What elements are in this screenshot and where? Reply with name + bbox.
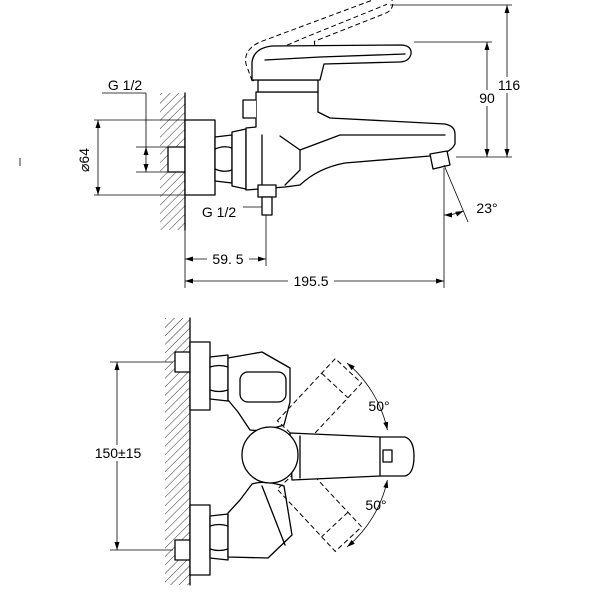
aerator (429, 150, 451, 170)
union-nut-lower-chamfer-a (209, 523, 229, 527)
spout-contour-line (299, 134, 446, 151)
inlet-thread-label: G 1/2 (108, 77, 142, 93)
label-bg-116 (497, 77, 522, 93)
rotation-arc-up (346, 362, 389, 431)
lever-handle (251, 44, 412, 81)
label-bg-195-5 (288, 273, 334, 289)
plan-view: 50° 50° 150±15 (86, 317, 415, 586)
inlet-spacing-label: 150±15 (95, 445, 142, 461)
label-bg-inlet-spacing (86, 445, 150, 461)
outlet-thread-label: G 1/2 (202, 204, 236, 220)
side-pin (242, 99, 256, 119)
eccentric-connector (167, 146, 186, 173)
lever-rotation-up-label: 50° (368, 398, 389, 414)
lever-rotated-up-tip-line (321, 372, 349, 399)
body-arm-lower-edge (261, 485, 286, 546)
label-bg-90 (478, 90, 496, 106)
angle-arc-23 (443, 210, 464, 218)
diverter-knob (239, 371, 287, 403)
overall-depth-label: 195.5 (293, 273, 328, 289)
lever-plan (289, 432, 415, 481)
body-arm-lower (227, 481, 293, 559)
side-elevation: 116 90 ⌀64 G 1/2 G 1/2 59. 5 195.5 23° (76, 0, 522, 289)
union-nut-upper-chamfer-b (209, 389, 229, 393)
union-nut-chamfer-top (214, 146, 233, 150)
max-height-label: 116 (498, 77, 521, 93)
outlet-offset-label: 59. 5 (212, 251, 243, 267)
escutcheon-upper (189, 341, 211, 411)
escutcheon-cover (184, 119, 216, 196)
eccentric-connector-upper (174, 351, 191, 373)
mixer-body-and-spout (245, 91, 456, 191)
lever-rotated-down-tip-line (321, 511, 349, 538)
escutcheon-diameter-label: ⌀64 (76, 148, 92, 172)
eccentric-connector-lower (174, 539, 191, 561)
rotation-arc-down (346, 479, 389, 548)
lever-tip-mark (382, 449, 393, 463)
union-nut (214, 134, 233, 184)
label-bg-59-5 (207, 251, 249, 267)
union-nut-chamfer-bottom (214, 168, 233, 172)
mixer-cartridge-knob (241, 426, 299, 484)
union-nut-upper-chamfer-a (209, 364, 229, 368)
lever-rotated-down-shaft (276, 463, 363, 553)
lever-rotation-down-label: 50° (365, 497, 386, 513)
lever-rotated-down-outline (276, 463, 363, 553)
aerator-axis-line (443, 164, 469, 223)
lever-raised-outline (245, 0, 394, 82)
escutcheon-lower (189, 504, 211, 576)
spout-height-label: 90 (479, 90, 495, 106)
body-hex-detail (279, 135, 301, 186)
union-nut-lower-chamfer-b (209, 548, 229, 552)
union-nut-lower (209, 513, 229, 561)
union-nut-upper (209, 354, 229, 402)
cartridge-cap-ring (257, 79, 319, 93)
shower-outlet-nut (257, 184, 277, 198)
lever-handle-inner-line (264, 53, 406, 61)
aerator-angle-label: 23° (476, 200, 497, 216)
shower-outlet-thread (261, 196, 273, 216)
body-inlet (231, 128, 247, 190)
